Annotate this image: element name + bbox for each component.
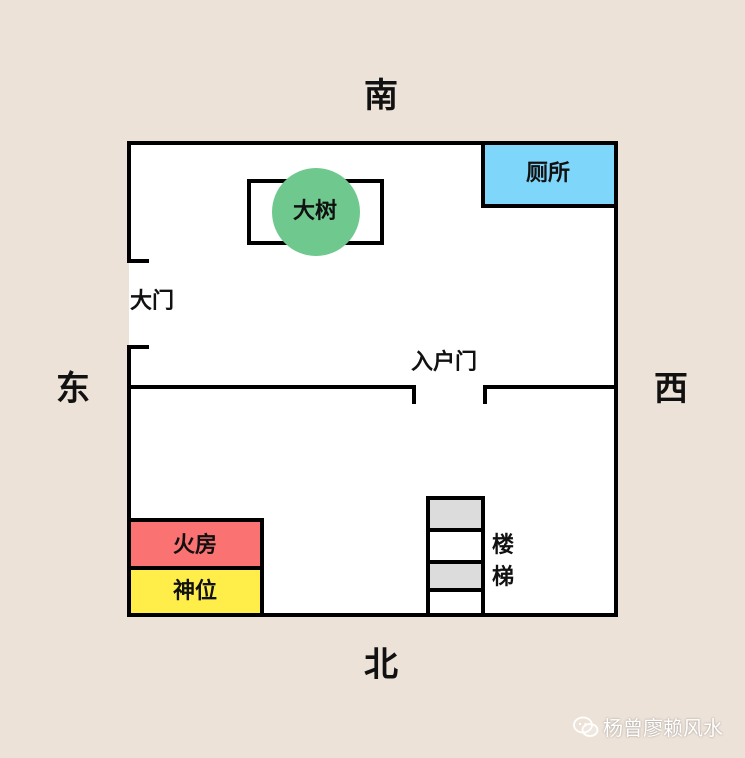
shrine-label: 神位 xyxy=(173,579,218,604)
tree-label: 大树 xyxy=(293,199,338,224)
watermark-text: 杨曾廖赖风水 xyxy=(603,716,723,740)
outer-walls xyxy=(127,141,618,617)
direction-north: 北 xyxy=(364,645,398,685)
interior-wall xyxy=(127,385,618,404)
stairs-label-line2: 梯 xyxy=(492,565,515,590)
stair-step xyxy=(426,588,485,617)
stair-step xyxy=(426,560,485,592)
main-gate-label: 大门 xyxy=(130,289,175,314)
toilet-room xyxy=(481,141,618,208)
watermark: 杨曾廖赖风水 xyxy=(573,712,723,741)
stairs xyxy=(426,496,485,617)
direction-south: 南 xyxy=(364,76,398,116)
tree-icon xyxy=(272,168,360,256)
stair-step xyxy=(426,496,485,532)
wechat-icon xyxy=(573,716,599,737)
direction-east: 东 xyxy=(56,369,90,409)
stairs-label-line1: 楼 xyxy=(492,533,515,558)
direction-west: 西 xyxy=(654,369,688,409)
stair-step xyxy=(426,528,485,564)
kitchen-label: 火房 xyxy=(173,533,218,558)
kitchen-room xyxy=(127,518,264,570)
entry-door-label: 入户门 xyxy=(411,350,478,375)
toilet-label: 厕所 xyxy=(526,161,571,186)
